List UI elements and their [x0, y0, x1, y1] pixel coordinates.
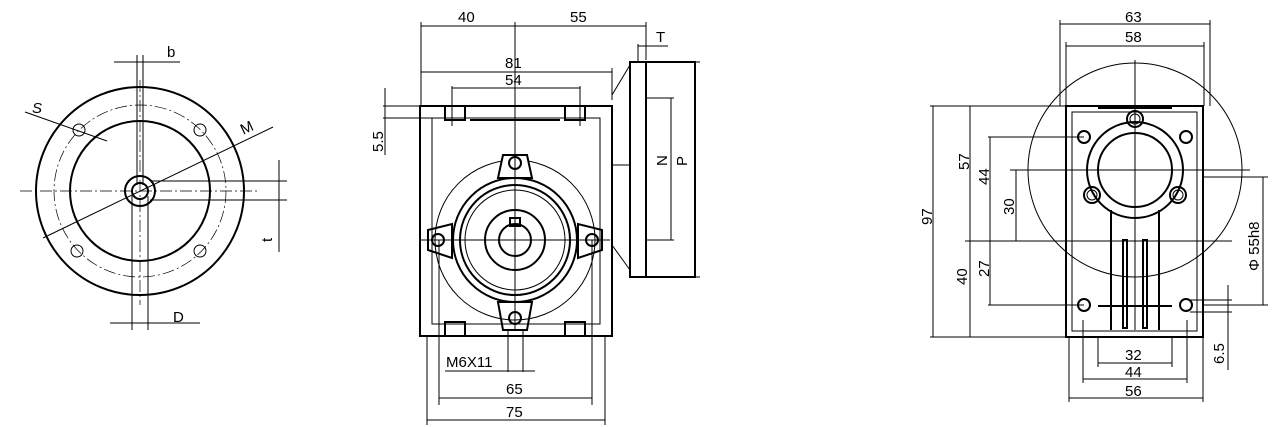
dim-63: 63	[1125, 9, 1142, 26]
hub-lug	[1169, 186, 1187, 204]
side-view: 63 58 97 57 44 30 40 27 Φ 55h8 6.5 32 44…	[919, 9, 1268, 402]
housing-foot	[564, 105, 586, 121]
dim-40: 40	[954, 268, 971, 285]
motor-flange	[629, 61, 696, 278]
mount-lug	[427, 222, 453, 260]
bolt-hole	[70, 244, 84, 258]
bolt-hole	[193, 123, 207, 137]
dim-57: 57	[956, 153, 973, 170]
label-t: t	[259, 237, 276, 242]
dim-phi-55h8: Φ 55h8	[1246, 221, 1263, 271]
dim-58: 58	[1125, 29, 1142, 46]
hub-lug	[1083, 186, 1101, 204]
housing-foot	[564, 321, 586, 337]
dim-T: T	[656, 29, 665, 46]
flange-taper	[611, 244, 631, 271]
bolt-hole	[72, 123, 86, 137]
dimension-line	[42, 126, 274, 239]
dim-97: 97	[919, 208, 936, 225]
dim-40: 40	[458, 9, 475, 26]
hub-hole	[1172, 189, 1184, 201]
dim-32: 32	[1125, 347, 1142, 364]
dim-N: N	[654, 155, 671, 166]
dim-81: 81	[505, 55, 522, 72]
cooling-fin	[1122, 239, 1128, 329]
bolt-hole	[193, 244, 207, 258]
label-D: D	[173, 309, 184, 326]
mount-lug	[496, 301, 534, 331]
label-M: M	[238, 118, 257, 139]
housing-foot	[444, 105, 466, 121]
dim-6-5: 6.5	[1211, 343, 1228, 364]
dim-27: 27	[976, 260, 993, 277]
label-b: b	[167, 44, 175, 61]
mount-hole	[1179, 130, 1193, 144]
dim-65: 65	[506, 381, 523, 398]
dim-5-5: 5.5	[370, 131, 387, 152]
mount-hole	[1179, 298, 1193, 312]
dim-55: 55	[570, 9, 587, 26]
dim-P: P	[674, 156, 691, 166]
cooling-fin	[1142, 239, 1148, 329]
flange-taper	[611, 64, 631, 96]
thread-label: M6X11	[446, 354, 492, 371]
dimension-line	[24, 111, 108, 142]
hub-hole	[1086, 189, 1098, 201]
mount-lug	[577, 222, 603, 260]
flange-view: b S M t D	[20, 44, 287, 330]
dim-56: 56	[1125, 383, 1142, 400]
label-S: S	[32, 100, 42, 117]
housing-outline	[419, 105, 613, 337]
dim-75: 75	[506, 404, 523, 421]
dim-54: 54	[505, 72, 522, 89]
dim-44-vertical: 44	[976, 168, 993, 185]
housing-foot	[444, 321, 466, 337]
dim-44-horizontal: 44	[1125, 364, 1142, 381]
dim-30: 30	[1001, 198, 1018, 215]
front-view: 40 55 T 81 54 5.5 N P M6X11 65 75	[370, 9, 700, 425]
